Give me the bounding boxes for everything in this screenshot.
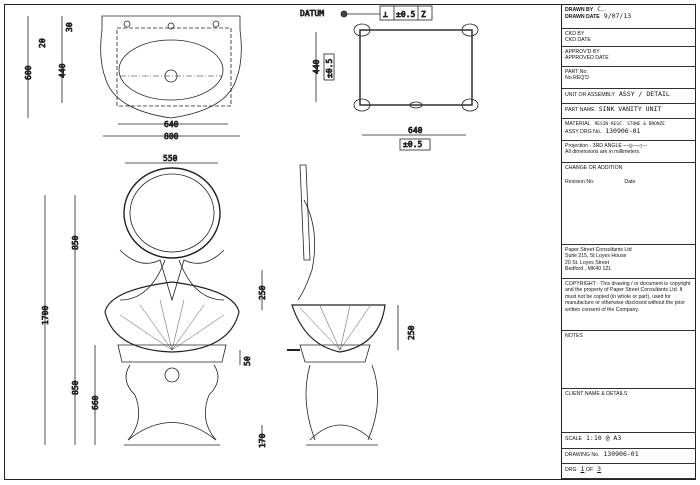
revision-label: Revision No.	[565, 179, 595, 186]
drawn-date-label: DRAWN DATE	[565, 14, 600, 21]
drawn-by-value: C.	[597, 5, 606, 13]
unit-value: ASSY / DETAIL	[618, 90, 670, 98]
third-angle-projection-icon: —◎—◁---	[623, 143, 648, 149]
copyright-notice: COPYRIGHT - This drawing / or document i…	[565, 281, 691, 313]
assy-drg-value: 130906-01	[605, 127, 641, 136]
scale-value: 1:10 @ A3	[586, 434, 622, 442]
of-label: OF	[585, 467, 594, 473]
dim-440: 440	[58, 63, 67, 78]
datum-label: DATUM	[300, 9, 324, 18]
frame-dim-440: 440	[312, 59, 321, 74]
drawn-date-value: 9/07/13	[603, 12, 632, 21]
date-label: Date	[624, 179, 636, 186]
dim-800: 800	[164, 132, 179, 141]
drawing-no-value: 130906-01	[603, 450, 639, 458]
dim-600: 600	[24, 65, 33, 80]
dim-250: 250	[258, 285, 267, 300]
dim-1700: 1700	[41, 306, 50, 325]
material-value: RESIN-RESC. STONE & BRONZE	[594, 122, 666, 127]
dim-50: 50	[243, 356, 252, 366]
frame-dim-440-tol: ±0.5	[325, 59, 334, 78]
material-label: MATERIAL	[565, 121, 591, 127]
dimensions-note: All dimensions are in millimeters.	[565, 149, 641, 156]
of-value: 3	[597, 465, 602, 473]
dim-660: 660	[91, 395, 100, 410]
assy-drg-label: ASSY DRG No.	[565, 129, 602, 136]
dim-170: 170	[258, 433, 267, 448]
drawing-sheet	[4, 4, 696, 480]
part-name-value: SINK VANITY UNIT	[598, 105, 662, 113]
scale-label: SCALE	[565, 436, 583, 442]
ckd-by-label: CKD BY	[565, 31, 585, 37]
company-address-1: Suite 215, St Loyes House	[565, 253, 627, 260]
plan-view: 640 800 600 20 30 440	[24, 15, 242, 141]
drg-label: DRG	[565, 467, 577, 473]
drawn-by-label: DRAWN BY	[565, 7, 594, 13]
unit-label: UNIT OR ASSEMBLY	[565, 92, 615, 98]
dim-30: 30	[65, 22, 74, 32]
drawing-area: 640 800 600 20 30 440 DATUM ⊥ ±0.5 Z 440…	[24, 5, 479, 449]
change-label: CHANGE OR ADDITION	[565, 165, 623, 171]
frame-dim-640-tol: ±0.5	[403, 140, 422, 149]
side-view: 250	[287, 164, 416, 446]
datum-ref: Z	[421, 10, 426, 19]
notes-label: NOTES	[565, 333, 583, 339]
dim-850-upper: 850	[71, 235, 80, 250]
company-name: Paper Street Consultants Ltd	[565, 247, 632, 253]
projection-label: Projection - 3RD ANGLE	[565, 143, 622, 149]
drg-value: 1	[580, 465, 585, 473]
part-name-label: PART NAME	[565, 107, 595, 113]
dim-550: 550	[163, 154, 178, 163]
part-no-label: PART No.	[565, 69, 588, 75]
dim-850-lower: 850	[71, 380, 80, 395]
approved-date-label: APPROVED DATE	[565, 55, 609, 62]
approved-by-label: APPROV'D BY	[565, 49, 600, 55]
company-address-2: 20 St. Loyes Street	[565, 259, 610, 266]
no-reqd-label: No.REQ'D	[565, 75, 590, 82]
dim-640: 640	[164, 120, 179, 129]
frame-view: DATUM ⊥ ±0.5 Z 440 ±0.5 640 ±0.5	[300, 5, 479, 151]
frame-dim-640: 640	[408, 126, 423, 135]
tolerance-symbol: ⊥	[383, 10, 388, 19]
side-dim-250: 250	[407, 325, 416, 340]
dim-20: 20	[38, 38, 47, 48]
tolerance-value: ±0.5	[396, 10, 415, 19]
company-address-3: Bedford , MK40 1ZL	[565, 266, 612, 273]
front-view: 550 1700 850 850 660 250 50 170	[41, 154, 268, 449]
client-label: CLIENT NAME & DETAILS	[565, 391, 628, 397]
ckd-date-label: CKD DATE	[565, 37, 591, 44]
drawing-no-label: DRAWING No.	[565, 452, 600, 458]
